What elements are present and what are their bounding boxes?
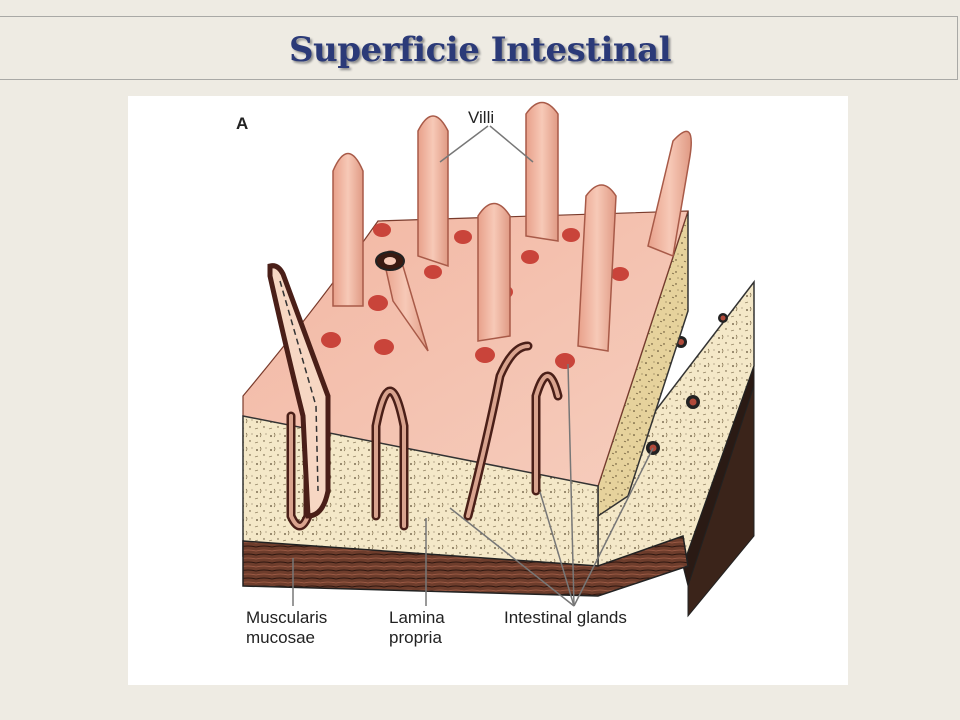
lamina-label-line2: propria [389, 628, 442, 647]
lamina-label-line1: Lamina [389, 608, 445, 627]
slide-title: Superficie Intestinal [288, 30, 672, 70]
muscularis-mucosae-band [242, 534, 689, 597]
leader-lines [292, 125, 654, 607]
panel-letter: A [236, 114, 249, 133]
muscularis-label-line2: mucosae [246, 628, 315, 647]
title-bar [0, 16, 958, 80]
cut-villus [267, 263, 331, 519]
intestinal-surface-figure: A Villi Muscularis mucosae Lamina propri… [128, 96, 848, 685]
villi-label: Villi [468, 108, 495, 127]
right-tissue-block [597, 279, 755, 618]
diagram-artwork [242, 101, 755, 618]
villi-group [332, 101, 692, 352]
intestinal-glands-label: Intestinal glands [504, 608, 627, 627]
muscularis-label-line1: Muscularis [246, 608, 328, 627]
